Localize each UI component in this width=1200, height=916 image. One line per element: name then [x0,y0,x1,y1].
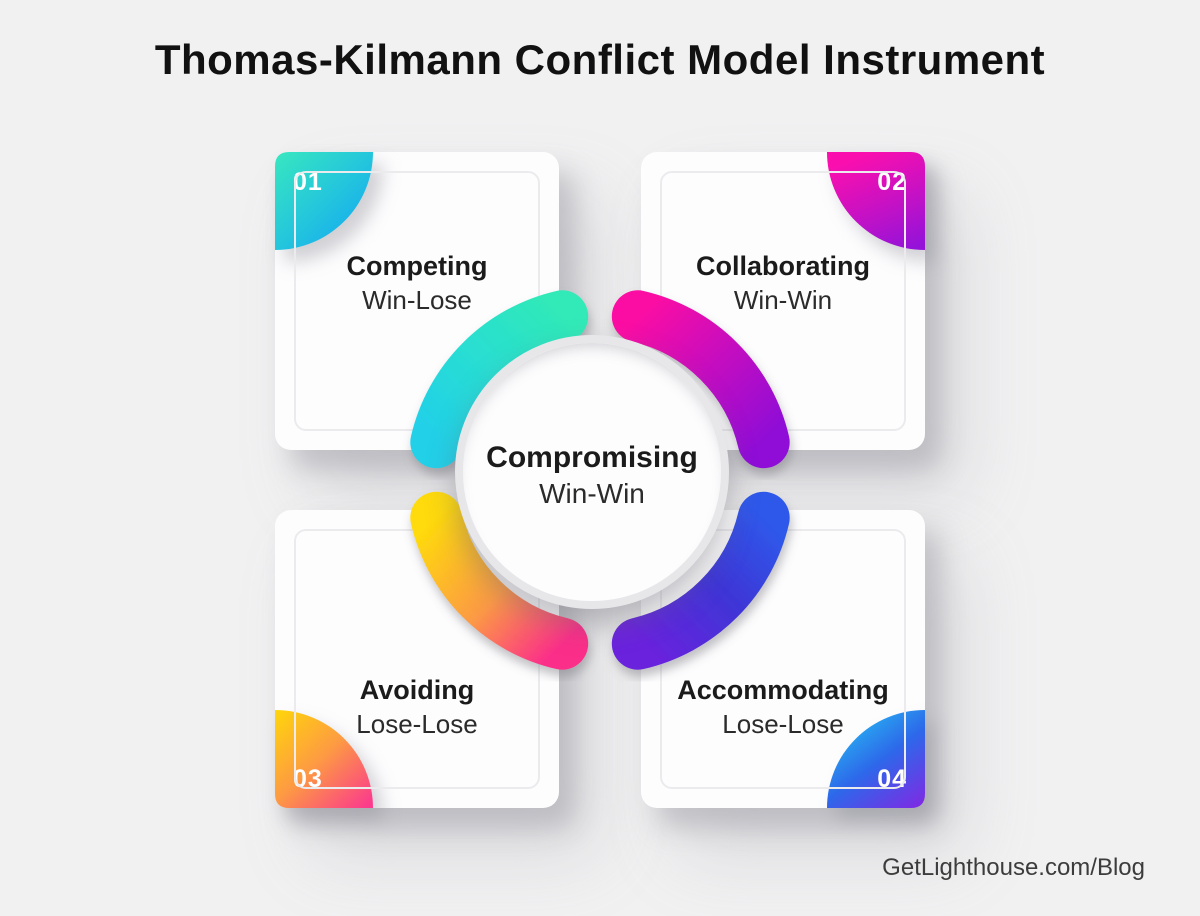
footer-credit: GetLighthouse.com/Blog [882,854,1145,881]
badge-02-number: 02 [877,168,907,196]
center-circle: Compromising Win-Win [455,335,729,609]
card-collaborating-outcome: Win-Win [733,285,833,315]
card-competing-outcome: Win-Lose [362,285,472,315]
ring-arc-bottom-left [410,491,589,670]
card-accommodating-title: Accommodating [677,675,889,705]
badge-01-shape [275,152,373,250]
center-outcome: Win-Win [539,478,645,509]
page-title: Thomas-Kilmann Conflict Model Instrument [154,36,1046,83]
badge-03-shape [275,710,373,808]
badge-02: 02 [827,152,925,250]
badge-03-number: 03 [293,765,323,793]
badge-01-number: 01 [293,168,323,196]
card-competing: 01 Competing Win-Lose [275,152,559,450]
badge-02-shape [827,152,925,250]
card-avoiding-outcome: Lose-Lose [356,709,478,739]
badge-04-number: 04 [877,765,907,793]
card-collaborating-title: Collaborating [696,251,870,281]
ring-arc-top-right [611,290,790,469]
ring-arc-bottom-right [611,491,790,670]
badge-04-shape [827,710,925,808]
ring-arc-top-left [410,290,589,469]
ring-chart [410,290,790,670]
card-avoiding-title: Avoiding [359,675,475,705]
card-accommodating: 04 Accommodating Lose-Lose [641,510,925,808]
card-competing-title: Competing [346,251,488,281]
card-accommodating-outcome: Lose-Lose [722,709,844,739]
center-title: Compromising [486,441,698,474]
badge-01: 01 [275,152,373,250]
